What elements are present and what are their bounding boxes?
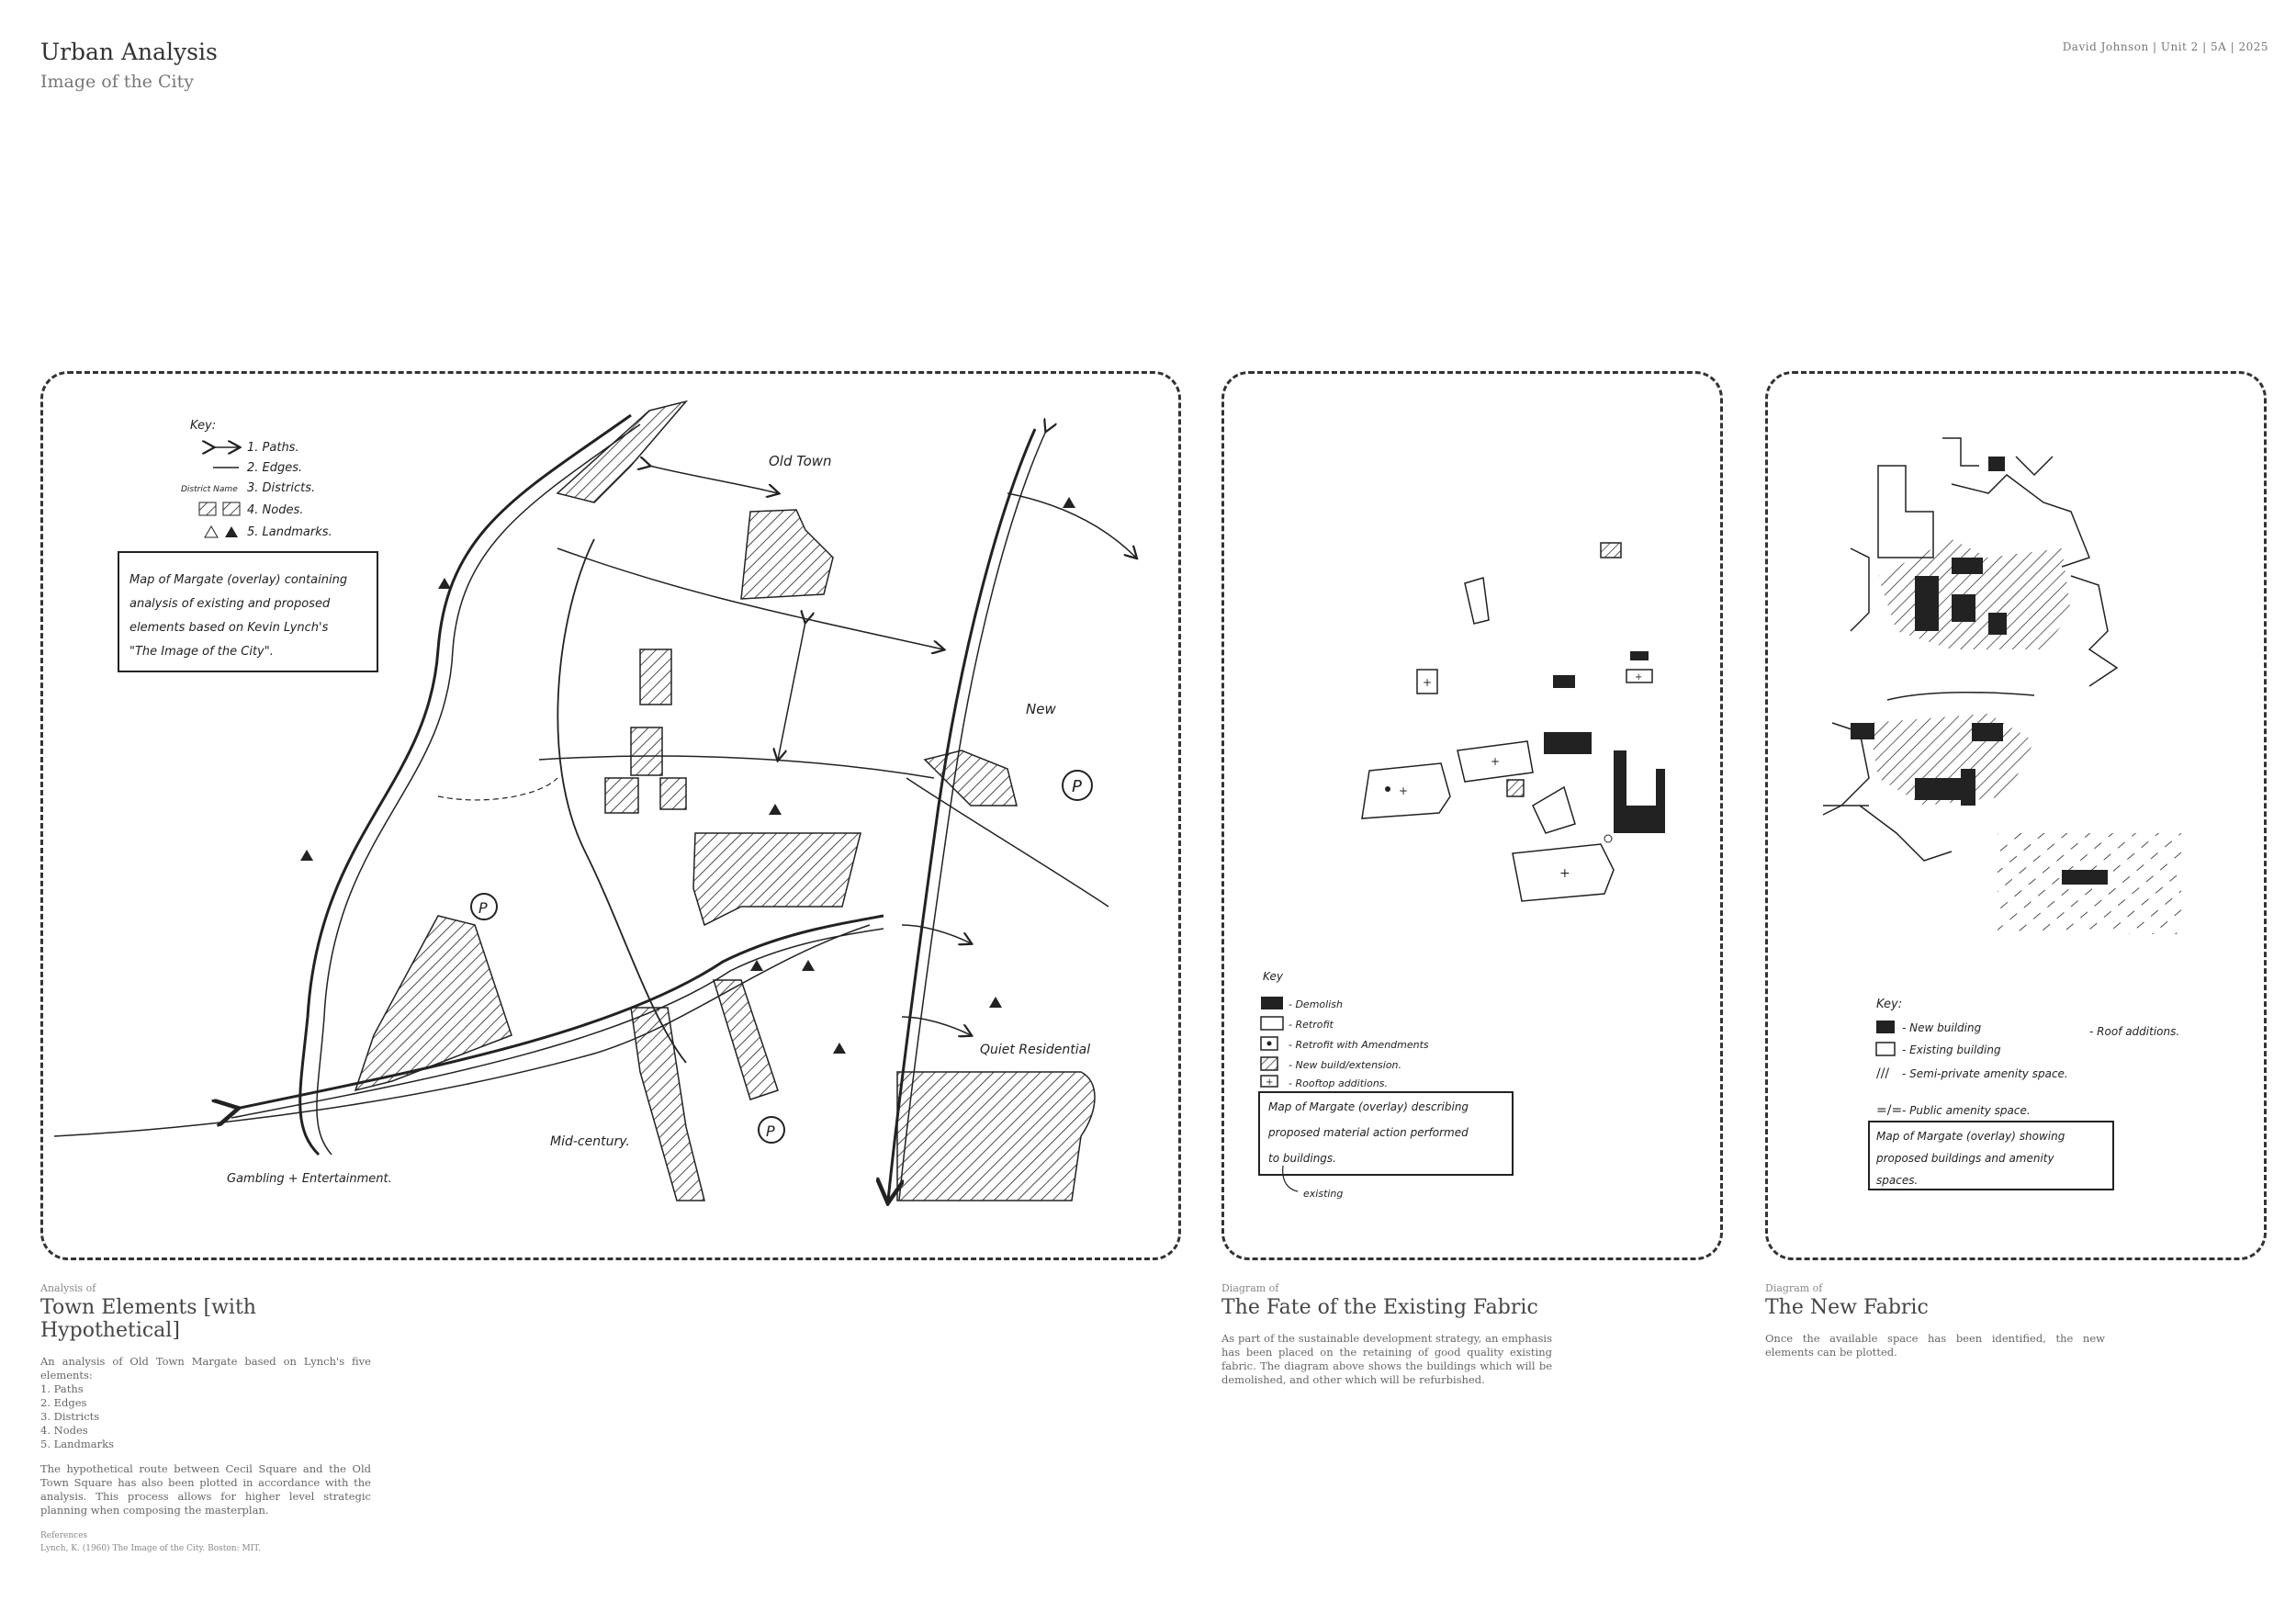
key-item-paths: 1. Paths. <box>247 441 299 455</box>
parking-label-3: P <box>766 1122 775 1140</box>
label-new: New <box>1026 701 1056 717</box>
map-note-line3: elements based on Kevin Lynch's <box>129 621 329 635</box>
list-item: 1. Paths <box>40 1382 84 1395</box>
existing-fabric-caption: Diagram of The Fate of the Existing Fabr… <box>1221 1282 1552 1387</box>
parking-label-1: P <box>1072 777 1082 796</box>
label-gambling-entertainment: Gambling + Entertainment. <box>227 1172 392 1186</box>
caption-title: The Fate of the Existing Fabric <box>1221 1296 1538 1319</box>
key-item-roof-additions: - Roof additions. <box>2089 1025 2179 1038</box>
map-note-line1: Map of Margate (overlay) describing <box>1268 1100 1469 1113</box>
key-item-new-build: - New build/extension. <box>1289 1059 1401 1071</box>
key-item-landmarks: 5. Landmarks. <box>247 525 332 539</box>
svg-text:+: + <box>1635 672 1642 682</box>
parking-label-2: P <box>478 899 488 917</box>
key-item-demolish: - Demolish <box>1289 998 1343 1010</box>
map-note-line1: Map of Margate (overlay) containing <box>129 573 347 587</box>
map-note-line2: proposed buildings and amenity <box>1875 1152 2055 1165</box>
caption-kicker: Analysis of <box>40 1282 96 1294</box>
caption-body: As part of the sustainable development s… <box>1221 1332 1552 1386</box>
label-quiet-residential: Quiet Residential <box>980 1043 1090 1057</box>
map-note-line2: proposed material action performed <box>1267 1126 1469 1139</box>
key-item-new-building: - New building <box>1902 1021 1982 1034</box>
key-item-edges: 2. Edges. <box>247 461 302 475</box>
svg-text:+: + <box>1559 866 1570 881</box>
map-note-line4: "The Image of the City". <box>129 645 274 659</box>
caption-body: The hypothetical route between Cecil Squ… <box>40 1462 371 1517</box>
caption-kicker: Diagram of <box>1221 1282 1279 1294</box>
key-item-retrofit: - Retrofit <box>1289 1019 1334 1031</box>
page-subtitle: Image of the City <box>40 72 194 92</box>
map-note-line2: analysis of existing and proposed <box>129 597 331 611</box>
svg-text:=/=: =/= <box>1876 1103 1902 1118</box>
existing-annotation: existing <box>1303 1188 1343 1200</box>
page-title: Urban Analysis <box>40 39 218 65</box>
map-note-line3: to buildings. <box>1268 1152 1336 1165</box>
svg-text:+: + <box>1491 755 1500 768</box>
references-title: References <box>40 1531 88 1540</box>
label-old-town: Old Town <box>769 453 832 469</box>
list-item: 3. Districts <box>40 1410 100 1423</box>
svg-text:///: /// <box>1876 1066 1889 1081</box>
town-elements-map-panel: Key: 1. Paths. 2. Edges. District Name 3… <box>40 371 1181 1260</box>
list-item: 2. Edges <box>40 1396 87 1409</box>
key-title: Key: <box>1876 998 1902 1011</box>
caption-title: Town Elements [with Hypothetical] <box>40 1296 256 1342</box>
svg-text:+: + <box>1399 784 1408 797</box>
new-fabric-caption: Diagram of The New Fabric Once the avail… <box>1765 1282 2105 1359</box>
svg-text:+: + <box>1423 676 1432 689</box>
key-title: Key <box>1263 970 1284 983</box>
list-item: 5. Landmarks <box>40 1438 115 1450</box>
town-elements-caption: Analysis of Town Elements [with Hypothet… <box>40 1282 371 1554</box>
new-fabric-diagram-panel: Key: - New building - Existing building … <box>1765 371 2267 1260</box>
label-mid-century: Mid-century. <box>550 1134 630 1149</box>
key-item-districts: 3. Districts. <box>247 481 315 495</box>
existing-fabric-diagram-panel: + + + + + Key - Demolish - Retrofit - Re… <box>1221 371 1723 1260</box>
key-item-nodes: 4. Nodes. <box>247 503 303 517</box>
map-note-line3: spaces. <box>1876 1174 1918 1187</box>
key-item-semi-private: - Semi-private amenity space. <box>1902 1067 2068 1080</box>
svg-text:+: + <box>1266 1077 1273 1088</box>
caption-title: The New Fabric <box>1765 1296 1929 1319</box>
key-title: Key: <box>190 419 216 433</box>
reference-item: Lynch, K. (1960) The Image of the City. … <box>40 1544 261 1553</box>
caption-kicker: Diagram of <box>1765 1282 1823 1294</box>
list-item: 4. Nodes <box>40 1424 88 1437</box>
key-item-public-amenity: - Public amenity space. <box>1902 1104 2031 1117</box>
key-item-existing-building: - Existing building <box>1902 1043 2001 1056</box>
caption-intro: An analysis of Old Town Margate based on… <box>40 1355 371 1382</box>
key-item-rooftop: - Rooftop additions. <box>1289 1077 1388 1089</box>
caption-body: Once the available space has been identi… <box>1765 1332 2105 1359</box>
author-line: David Johnson | Unit 2 | 5A | 2025 <box>2062 40 2268 53</box>
key-item-retrofit-amendments: - Retrofit with Amendments <box>1289 1039 1429 1051</box>
lynch-elements-list: 1. Paths 2. Edges 3. Districts 4. Nodes … <box>40 1382 371 1451</box>
key-district-sample: District Name <box>181 485 238 494</box>
map-note-line1: Map of Margate (overlay) showing <box>1876 1130 2065 1143</box>
